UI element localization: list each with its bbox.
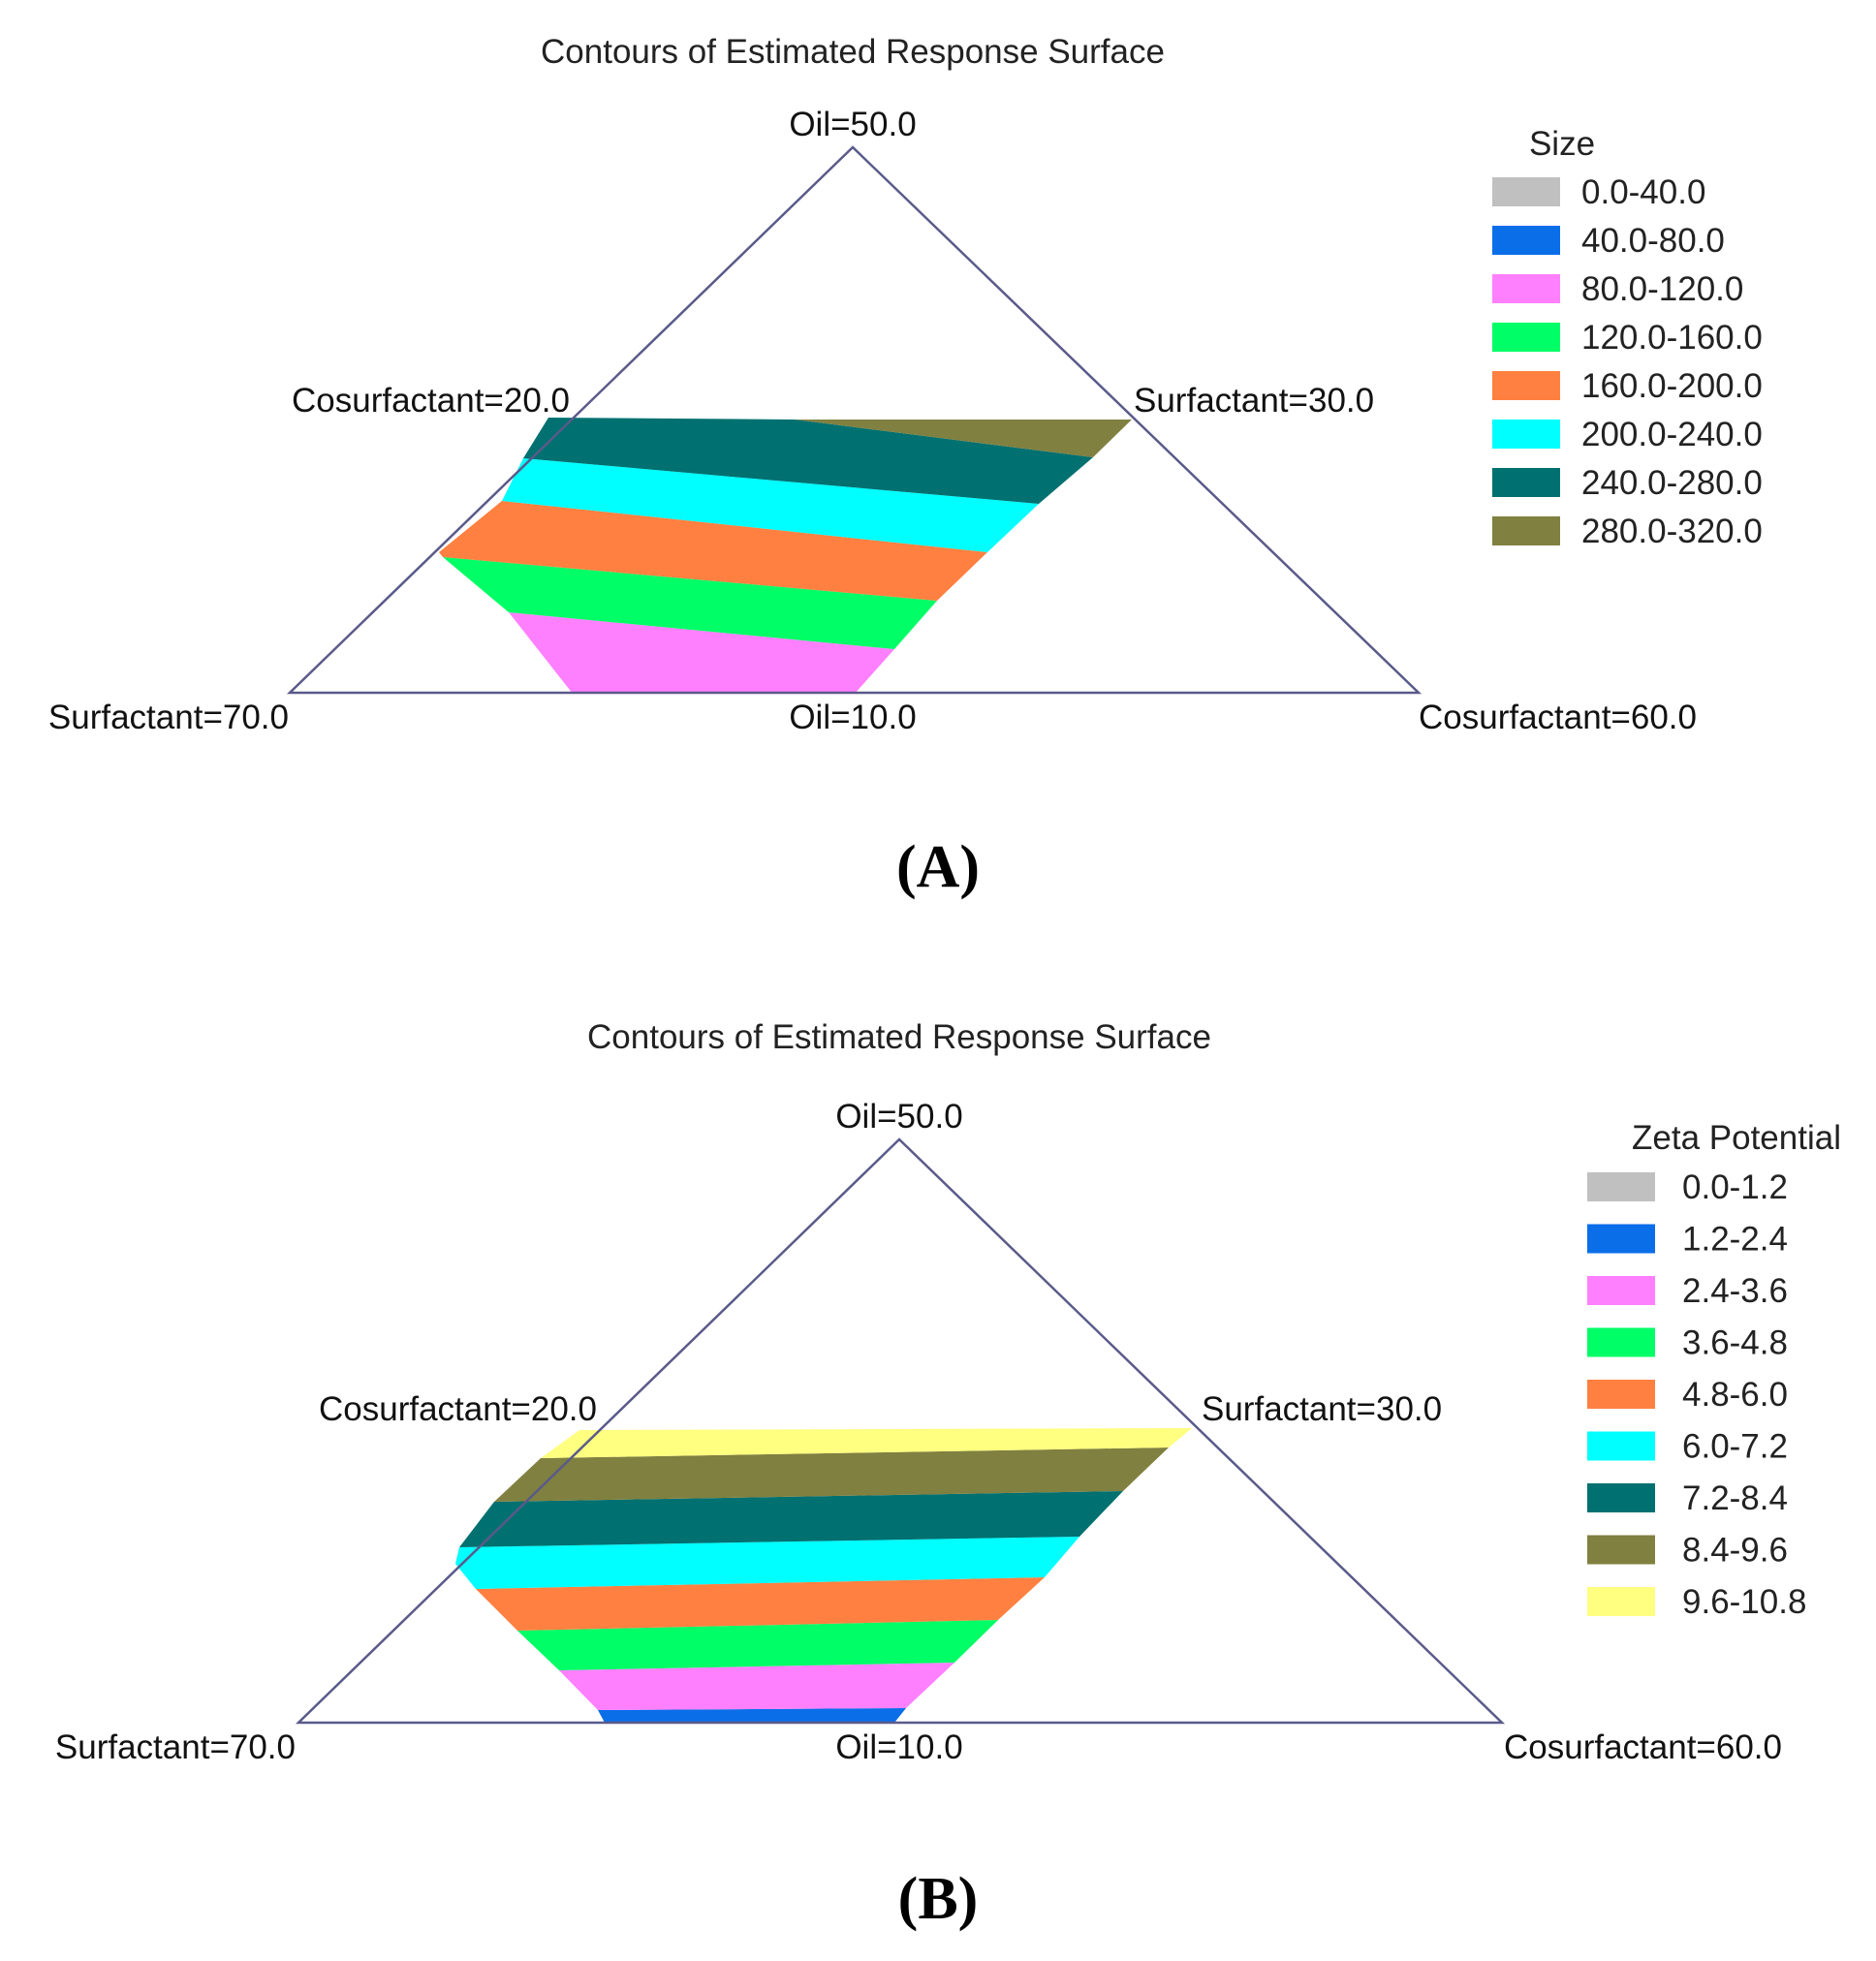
side-label-right: Surfactant=30.0 bbox=[1134, 382, 1374, 420]
vertex-label-left: Surfactant=70.0 bbox=[55, 1728, 296, 1766]
band-200-240 bbox=[502, 458, 1039, 552]
legend-entry-label: 0.0-1.2 bbox=[1682, 1168, 1788, 1206]
legend: Size 0.0-40.0 40.0-80.0 80.0-120.0 120.0-16… bbox=[1492, 125, 1763, 550]
legend-swatch bbox=[1587, 1380, 1655, 1409]
legend-entry-label: 4.8-6.0 bbox=[1682, 1376, 1788, 1414]
chart-title: Contours of Estimated Response Surface bbox=[587, 1018, 1211, 1056]
legend-entry-label: 8.4-9.6 bbox=[1682, 1532, 1788, 1570]
ternary-triangle bbox=[286, 145, 1423, 695]
band-240-280 bbox=[523, 418, 1093, 504]
legend-swatch bbox=[1587, 1172, 1655, 1201]
legend-swatch bbox=[1492, 226, 1560, 255]
legend-entry-label: 280.0-320.0 bbox=[1581, 513, 1763, 550]
panel-b: Contours of Estimated Response Surface O… bbox=[55, 1018, 1841, 1932]
side-label-left: Cosurfactant=20.0 bbox=[319, 1390, 597, 1428]
legend-swatch bbox=[1587, 1327, 1655, 1357]
legend-entry-label: 2.4-3.6 bbox=[1682, 1272, 1788, 1310]
chart-title: Contours of Estimated Response Surface bbox=[541, 33, 1165, 71]
legend-swatch bbox=[1587, 1535, 1655, 1565]
band-4.8-6.0 bbox=[476, 1577, 1045, 1631]
legend-entry-label: 240.0-280.0 bbox=[1581, 464, 1763, 502]
band-6.0-7.2 bbox=[455, 1537, 1079, 1589]
legend-entry-label: 6.0-7.2 bbox=[1682, 1428, 1788, 1466]
band-120-160 bbox=[443, 557, 937, 649]
legend-swatch bbox=[1492, 274, 1560, 303]
legend-swatch bbox=[1492, 420, 1560, 449]
legend-entry-label: 7.2-8.4 bbox=[1682, 1479, 1788, 1517]
vertex-label-bottom: Oil=10.0 bbox=[835, 1728, 962, 1766]
contour-bands bbox=[455, 1428, 1192, 1723]
band-8.4-9.6 bbox=[494, 1447, 1169, 1502]
vertex-label-right: Cosurfactant=60.0 bbox=[1419, 699, 1697, 736]
band-2.4-3.6 bbox=[559, 1663, 954, 1710]
side-label-right: Surfactant=30.0 bbox=[1202, 1390, 1442, 1428]
legend-swatch bbox=[1587, 1431, 1655, 1461]
legend-entry-label: 80.0-120.0 bbox=[1581, 270, 1743, 308]
band-7.2-8.4 bbox=[459, 1491, 1123, 1547]
contour-bands bbox=[439, 418, 1132, 694]
legend-swatch bbox=[1587, 1224, 1655, 1254]
panel-label: (B) bbox=[898, 1866, 979, 1932]
band-9.6-10.8 bbox=[541, 1428, 1192, 1458]
legend-entry-label: 9.6-10.8 bbox=[1682, 1583, 1806, 1621]
legend-swatch bbox=[1492, 323, 1560, 352]
band-80-120 bbox=[509, 612, 894, 694]
legend-swatch bbox=[1492, 468, 1560, 497]
legend-entry-label: 3.6-4.8 bbox=[1682, 1324, 1788, 1362]
legend: Zeta Potential 0.0-1.2 1.2-2.4 2.4-3.6 3.6-… bbox=[1587, 1119, 1841, 1621]
legend-swatch bbox=[1587, 1587, 1655, 1616]
vertex-label-top: Oil=50.0 bbox=[789, 106, 916, 143]
legend-entry-label: 200.0-240.0 bbox=[1581, 416, 1763, 453]
band-160-200 bbox=[439, 501, 987, 601]
vertex-label-right: Cosurfactant=60.0 bbox=[1504, 1728, 1782, 1766]
vertex-label-bottom: Oil=10.0 bbox=[789, 699, 916, 736]
legend-title: Zeta Potential bbox=[1632, 1119, 1841, 1157]
legend-swatch bbox=[1492, 371, 1560, 400]
legend-entry-label: 1.2-2.4 bbox=[1682, 1221, 1788, 1259]
legend-entry-label: 40.0-80.0 bbox=[1581, 222, 1725, 260]
legend-swatch bbox=[1492, 177, 1560, 206]
panel-label: (A) bbox=[896, 834, 980, 900]
band-3.6-4.8 bbox=[517, 1620, 998, 1670]
legend-swatch bbox=[1587, 1276, 1655, 1305]
vertex-label-top: Oil=50.0 bbox=[835, 1098, 962, 1136]
ternary-triangle bbox=[295, 1137, 1506, 1725]
legend-entry-label: 160.0-200.0 bbox=[1581, 367, 1763, 405]
legend-title: Size bbox=[1529, 125, 1595, 163]
band-280-320 bbox=[795, 420, 1132, 457]
side-label-left: Cosurfactant=20.0 bbox=[292, 382, 570, 420]
band-1.2-2.4 bbox=[598, 1708, 906, 1723]
panel-a: Contours of Estimated Response Surface O… bbox=[48, 33, 1763, 900]
legend-swatch bbox=[1492, 516, 1560, 545]
legend-entry-label: 120.0-160.0 bbox=[1581, 319, 1763, 357]
legend-entry-label: 0.0-40.0 bbox=[1581, 173, 1705, 211]
vertex-label-left: Surfactant=70.0 bbox=[48, 699, 289, 736]
legend-swatch bbox=[1587, 1483, 1655, 1512]
